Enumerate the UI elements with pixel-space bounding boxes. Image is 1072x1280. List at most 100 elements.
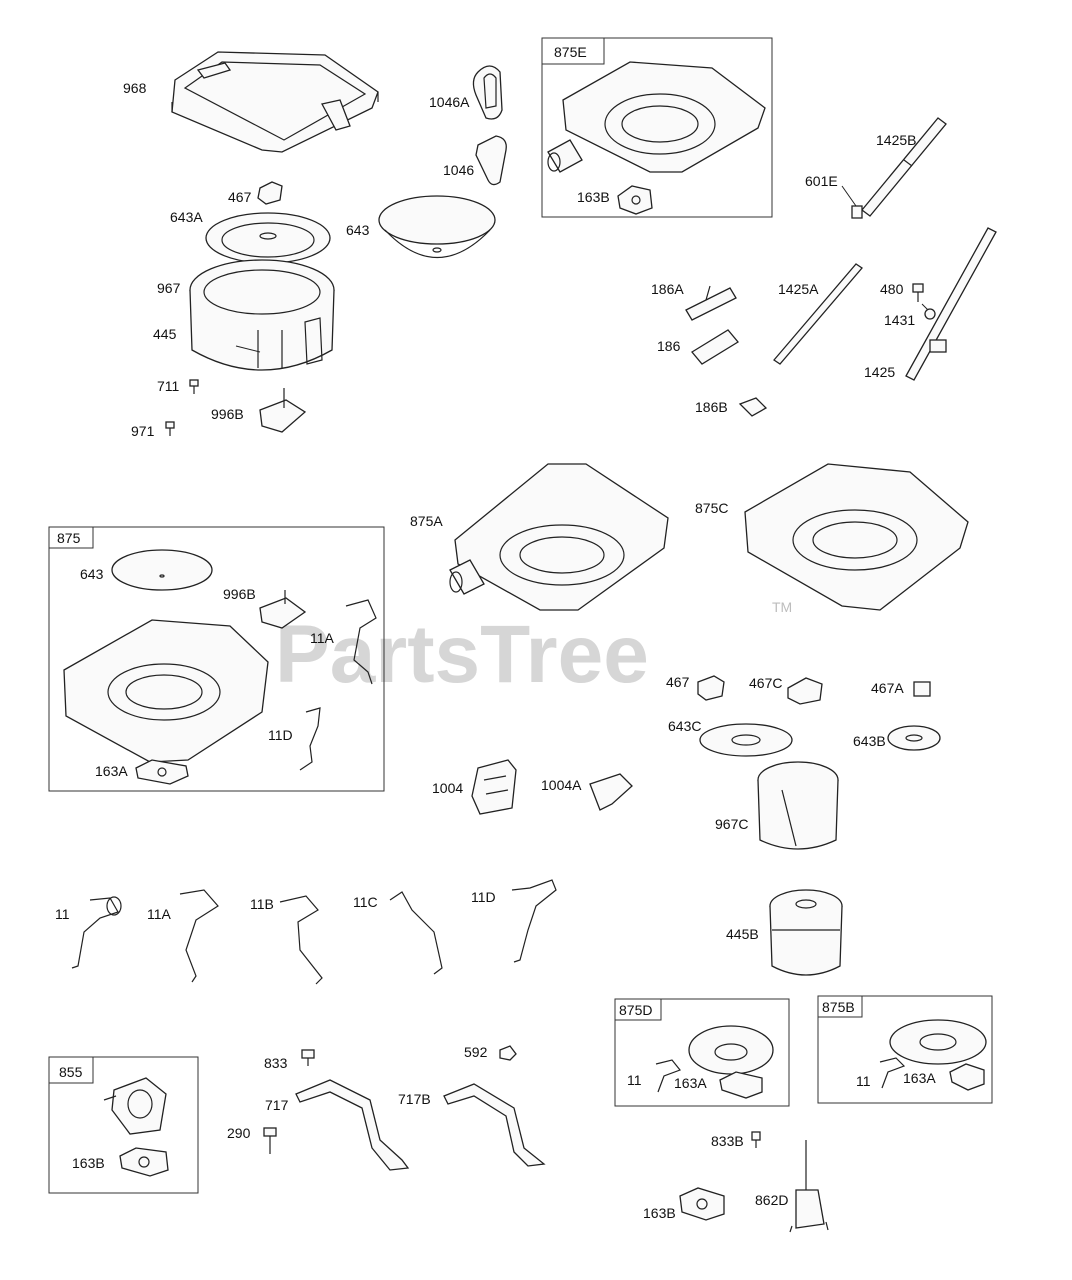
part-643B-plate: [887, 725, 941, 751]
part-875A-base: [449, 463, 669, 611]
group-frame-875: [48, 526, 385, 792]
label-163B-bottom: 163B: [643, 1205, 676, 1221]
label-875D: 875D: [619, 1002, 652, 1018]
label-1425A: 1425A: [778, 281, 819, 297]
part-11D-hose: [511, 879, 557, 963]
label-163A-875: 163A: [95, 763, 128, 779]
label-967: 967: [157, 280, 181, 296]
part-1425A-tube: [773, 263, 863, 365]
part-592-nut: [499, 1045, 517, 1061]
part-875D-163A-gasket: [719, 1071, 763, 1099]
label-480: 480: [880, 281, 904, 297]
label-875E: 875E: [554, 44, 587, 60]
part-11-hose: [71, 896, 122, 969]
label-1425: 1425: [864, 364, 895, 380]
part-875D-11-hose: [655, 1059, 681, 1093]
label-11-875B: 11: [856, 1073, 871, 1089]
part-875B-11-hose: [879, 1057, 906, 1089]
part-1431-washer: [924, 308, 936, 320]
label-717B: 717B: [398, 1091, 431, 1107]
label-467C: 467C: [749, 675, 782, 691]
part-875-base: [63, 619, 269, 763]
label-163A-875B: 163A: [903, 1070, 936, 1086]
part-643-dish: [378, 195, 496, 259]
label-643-875: 643: [80, 566, 104, 582]
part-833-bolt: [301, 1049, 315, 1066]
label-11D: 11D: [471, 889, 496, 905]
label-996B-875: 996B: [223, 586, 256, 602]
label-833: 833: [264, 1055, 288, 1071]
label-11C: 11C: [353, 894, 378, 910]
part-467-knob-right: [697, 675, 725, 701]
label-467-right: 467: [666, 674, 690, 690]
label-968: 968: [123, 80, 147, 96]
part-163B-gasket-bottom: [679, 1187, 725, 1221]
part-875C-base: [744, 463, 969, 611]
group-frame-855: [48, 1056, 199, 1194]
part-711-screw: [189, 379, 199, 394]
label-601E: 601E: [805, 173, 838, 189]
label-186: 186: [657, 338, 681, 354]
label-11D-875: 11D: [268, 727, 293, 743]
part-643C-plate: [699, 723, 793, 757]
label-875B: 875B: [822, 999, 855, 1015]
label-11A: 11A: [147, 906, 172, 922]
label-290: 290: [227, 1125, 251, 1141]
label-643C: 643C: [668, 718, 701, 734]
label-11: 11: [55, 906, 70, 922]
part-971-screw: [165, 421, 175, 436]
part-967C-precleaner: [757, 761, 839, 850]
label-467: 467: [228, 189, 252, 205]
part-186B-valve: [738, 397, 768, 417]
part-1425-tube: [905, 227, 997, 381]
group-frame-875B: [817, 995, 993, 1104]
label-186A: 186A: [651, 281, 684, 297]
part-1046A-gasket: [472, 65, 503, 120]
label-996B: 996B: [211, 406, 244, 422]
label-717: 717: [265, 1097, 289, 1113]
part-996B-bracket: [259, 388, 307, 433]
part-11B-hose: [279, 895, 323, 985]
label-163B-855: 163B: [72, 1155, 105, 1171]
part-717-bracket: [295, 1079, 410, 1171]
part-467-knob: [257, 181, 283, 205]
label-592: 592: [464, 1044, 488, 1060]
part-875-643-dish: [111, 549, 213, 591]
part-875D-plate: [688, 1025, 774, 1075]
label-1004A: 1004A: [541, 777, 582, 793]
part-855-carburetor: [103, 1077, 167, 1135]
label-1431: 1431: [884, 312, 915, 328]
part-467C-knob: [787, 677, 823, 705]
part-186A-fitting: [685, 285, 737, 321]
part-855-163B-gasket: [119, 1147, 169, 1177]
label-971: 971: [131, 423, 155, 439]
part-1004A-element: [589, 773, 633, 811]
label-11A-875: 11A: [310, 630, 335, 646]
label-643A: 643A: [170, 209, 203, 225]
label-1425B: 1425B: [876, 132, 916, 148]
label-1046: 1046: [443, 162, 474, 178]
part-445B-filter: [769, 889, 843, 976]
part-875E-base: [547, 61, 766, 173]
label-11B: 11B: [250, 896, 274, 912]
part-11A-hose: [179, 889, 219, 983]
part-480-screw: [912, 283, 924, 302]
label-163B-875E: 163B: [577, 189, 610, 205]
part-967-precleaner: [189, 259, 335, 371]
part-643A-cover-plate: [205, 212, 331, 264]
label-445: 445: [153, 326, 177, 342]
part-601E-clamp: [851, 205, 863, 219]
label-833B: 833B: [711, 1133, 744, 1149]
part-862D-bracket: [789, 1140, 829, 1233]
part-875-996B-bracket: [259, 590, 307, 629]
label-711: 711: [157, 378, 180, 394]
part-1425B-tube: [861, 117, 947, 217]
label-1046A: 1046A: [429, 94, 470, 110]
label-862D: 862D: [755, 1192, 788, 1208]
part-717B-bracket: [443, 1083, 546, 1167]
part-467A-nut: [913, 681, 931, 697]
label-967C: 967C: [715, 816, 748, 832]
label-875: 875: [57, 530, 81, 546]
label-445B: 445B: [726, 926, 759, 942]
